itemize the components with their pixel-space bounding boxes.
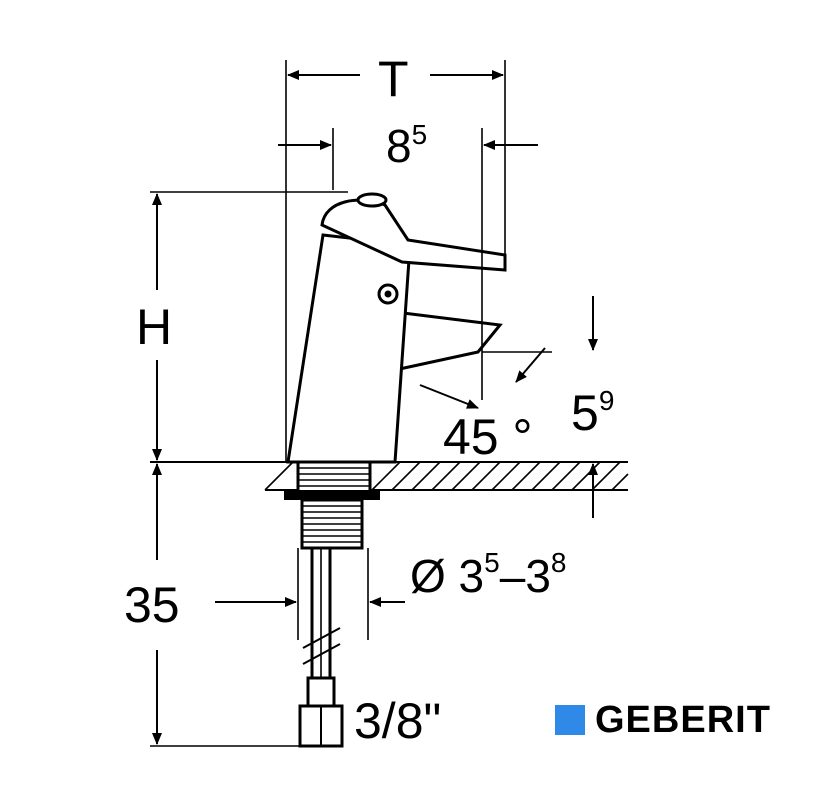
dimension-spout: 59 (571, 296, 614, 518)
dimension-lever-sup: 5 (412, 119, 428, 150)
dimension-lever: 85 (278, 119, 538, 400)
dimension-t-label: T (378, 51, 409, 107)
dimension-diameter-sup2: 8 (551, 547, 567, 578)
supply-hose (298, 546, 344, 748)
dimension-diameter-dash: –3 (500, 550, 551, 602)
svg-text:59: 59 (571, 385, 614, 441)
dimension-h: H (136, 191, 348, 461)
dimension-spout-label: 5 (571, 385, 599, 441)
dimension-diameter: Ø 35–38 (215, 547, 566, 640)
dimension-angle: 45 ° (419, 347, 552, 465)
connection-label: 3/8" (354, 693, 441, 749)
dimension-shank-label: 35 (124, 577, 180, 633)
logo-text: GEBERIT (595, 698, 771, 741)
dimension-lever-label: 8 (386, 120, 412, 172)
dimension-diameter-label: Ø 3 (410, 550, 484, 602)
faucet-body (286, 192, 507, 464)
logo-square-icon (555, 705, 585, 735)
dimension-t: T (285, 51, 506, 462)
dimension-shank-length: 35 (124, 463, 300, 747)
dimension-diameter-sup1: 5 (484, 547, 500, 578)
countertop (150, 461, 629, 491)
svg-text:Ø 35–38: Ø 35–38 (410, 547, 566, 602)
dimension-spout-sup: 9 (599, 385, 615, 416)
geberit-logo: GEBERIT (555, 698, 771, 741)
dimension-h-label: H (136, 299, 172, 355)
mounting-shank (284, 460, 380, 550)
dimension-angle-label: 45 ° (443, 409, 533, 465)
svg-text:85: 85 (386, 119, 427, 172)
